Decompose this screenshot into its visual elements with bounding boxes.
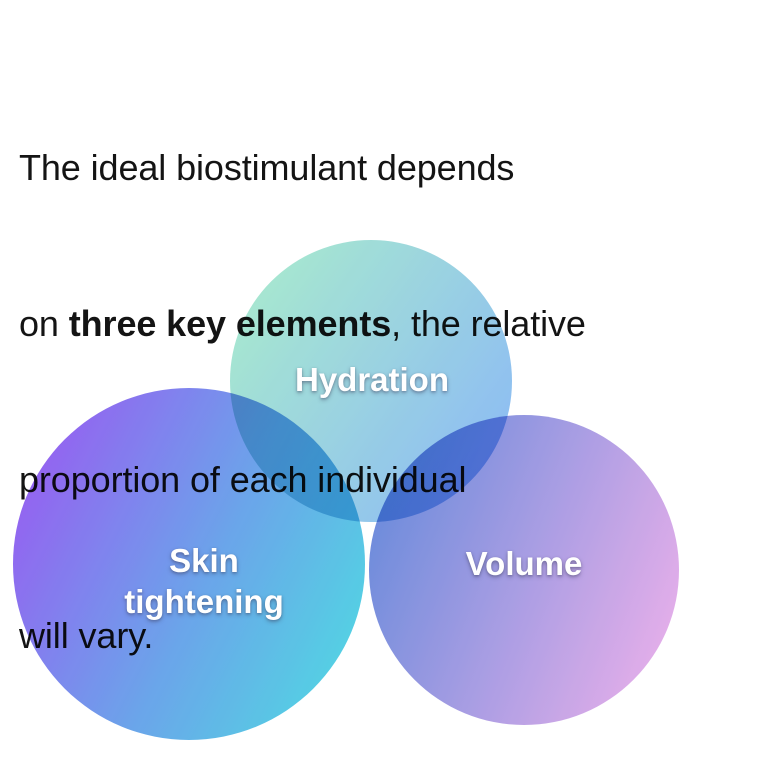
heading-line-2-prefix: on [19,303,69,344]
venn-circle-volume [369,415,679,725]
venn-circle-skin-tightening [13,388,365,740]
heading-line-1: The ideal biostimulant depends [19,147,515,188]
